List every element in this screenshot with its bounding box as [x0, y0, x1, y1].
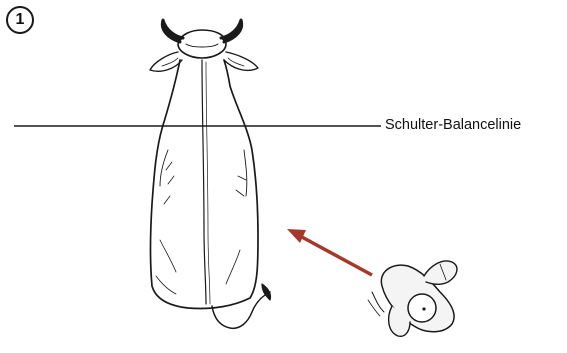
approach-arrow-icon [287, 229, 372, 275]
shoulder-balance-line-label: Schulter-Balancelinie [385, 117, 521, 133]
cow-top-view-icon [150, 20, 271, 328]
handler-top-view-icon [368, 261, 457, 336]
